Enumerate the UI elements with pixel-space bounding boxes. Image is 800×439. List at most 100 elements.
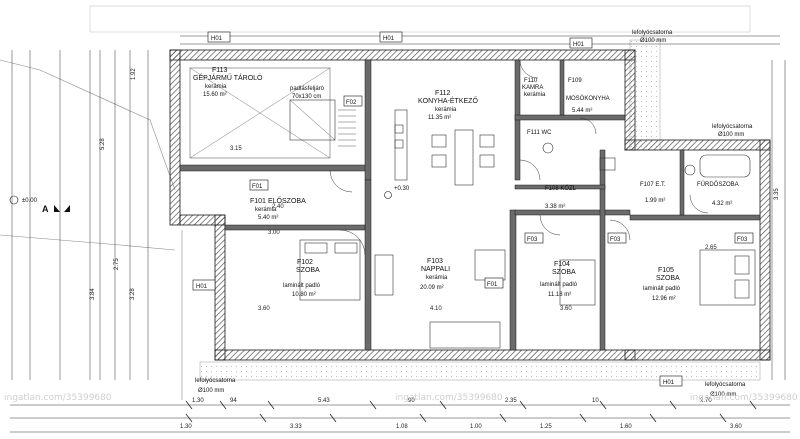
level-marker-main: ±0.00 bbox=[9, 195, 38, 205]
tag-f02: F02 bbox=[343, 95, 363, 107]
room-f110-label: F110 KAMRA kerámia bbox=[522, 78, 546, 98]
svg-text:kerámia: kerámia bbox=[426, 275, 448, 281]
gutter-label-bottom-left: lefolyócsatorna Ø100 mm bbox=[195, 378, 236, 394]
svg-text:NAPPALI: NAPPALI bbox=[421, 266, 450, 273]
svg-text:1.60: 1.60 bbox=[620, 424, 632, 430]
garage-diagonal-b bbox=[189, 67, 331, 159]
tag-f03-b: F03 bbox=[607, 232, 627, 244]
interior-dimensions: 3.15 2.40 3.00 3.60 4.10 2.65 3.60 5.28 … bbox=[90, 68, 780, 312]
svg-text:5.28: 5.28 bbox=[100, 138, 106, 150]
bottom-dimensions-row2: 1.30 3.33 1.08 1.00 1.25 1.60 3.60 bbox=[180, 424, 742, 430]
svg-text:F112: F112 bbox=[435, 90, 451, 97]
room-f111-label: F111 WC bbox=[527, 130, 552, 136]
beds bbox=[299, 239, 756, 306]
svg-text:F102: F102 bbox=[297, 259, 313, 266]
svg-text:H01: H01 bbox=[196, 284, 208, 290]
svg-text:5.40 m²: 5.40 m² bbox=[258, 215, 278, 221]
room-f103-label: F103 NAPPALI kerámia 20.09 m² bbox=[420, 258, 450, 291]
site-boundary-lower bbox=[0, 234, 176, 251]
svg-text:4.32 m²: 4.32 m² bbox=[712, 201, 732, 207]
room-f108-label: F108 KÖZL 3.38 m² bbox=[545, 185, 577, 210]
svg-text:GÉPJÁRMŰ TÁROLÓ: GÉPJÁRMŰ TÁROLÓ bbox=[193, 73, 263, 82]
svg-text:kerámia: kerámia bbox=[205, 84, 227, 90]
svg-text:70x130 cm: 70x130 cm bbox=[292, 94, 321, 100]
svg-text:padlásfeljáró: padlásfeljáró bbox=[290, 86, 325, 92]
section-marker-a: A bbox=[42, 204, 70, 214]
svg-text:4.10: 4.10 bbox=[430, 306, 442, 312]
svg-text:1.25: 1.25 bbox=[540, 424, 552, 430]
svg-text:10: 10 bbox=[592, 398, 599, 404]
svg-text:±0.00: ±0.00 bbox=[22, 198, 38, 204]
svg-text:lefolyócsatorna: lefolyócsatorna bbox=[632, 30, 673, 36]
exterior-walls bbox=[169, 49, 771, 361]
svg-text:ELŐSZOBA: ELŐSZOBA bbox=[268, 196, 306, 205]
attic-access-label: padlásfeljáró 70x130 cm bbox=[290, 86, 325, 100]
svg-text:F02: F02 bbox=[346, 100, 357, 106]
svg-text:Ø100 mm: Ø100 mm bbox=[710, 392, 736, 398]
svg-text:20.09 m²: 20.09 m² bbox=[420, 285, 444, 291]
svg-text:90: 90 bbox=[408, 398, 415, 404]
svg-text:3.00: 3.00 bbox=[268, 230, 280, 236]
svg-text:Ø100 mm: Ø100 mm bbox=[198, 388, 224, 394]
tag-h01-top: H01 bbox=[207, 31, 231, 43]
tag-f01-a: F01 bbox=[484, 277, 504, 289]
svg-text:F103: F103 bbox=[427, 258, 443, 265]
room-f113-label: F113 GÉPJÁRMŰ TÁROLÓ kerámia 15.60 m² bbox=[193, 67, 263, 98]
garage-top-slab bbox=[89, 5, 751, 33]
svg-text:F109: F109 bbox=[568, 78, 582, 84]
svg-text:H01: H01 bbox=[573, 42, 585, 48]
walkway-area bbox=[199, 361, 761, 381]
svg-text:2.65: 2.65 bbox=[705, 245, 717, 251]
svg-text:kerámia: kerámia bbox=[435, 107, 457, 113]
room-f101-label: F101 ELŐSZOBA kerámia 5.40 m² bbox=[250, 196, 306, 221]
watermark-center: ingatlan.com/35399680 bbox=[395, 393, 503, 403]
svg-text:FÜRDŐSZOBA: FÜRDŐSZOBA bbox=[697, 181, 739, 188]
svg-text:lefolyócsatorna: lefolyócsatorna bbox=[712, 124, 753, 130]
svg-text:F03: F03 bbox=[610, 237, 621, 243]
svg-text:F108 KÖZL: F108 KÖZL bbox=[545, 185, 577, 192]
svg-text:1.99 m²: 1.99 m² bbox=[645, 198, 665, 204]
svg-text:SZOBA: SZOBA bbox=[656, 275, 680, 282]
svg-text:laminált padló: laminált padló bbox=[540, 282, 578, 288]
svg-text:KONYHA-ÉTKEZŐ: KONYHA-ÉTKEZŐ bbox=[418, 96, 478, 105]
svg-text:F105: F105 bbox=[658, 267, 674, 274]
svg-text:F104: F104 bbox=[554, 261, 570, 268]
gutter-label-right: lefolyócsatorna Ø100 mm bbox=[712, 124, 753, 138]
attic-hatch-diag bbox=[289, 99, 336, 141]
gutter-label-bottom-right: lefolyócsatorna Ø100 mm bbox=[705, 382, 746, 398]
room-f112-label: F112 KONYHA-ÉTKEZŐ kerámia 11.35 m² bbox=[418, 90, 478, 121]
svg-text:2.35: 2.35 bbox=[505, 398, 517, 404]
svg-text:H01: H01 bbox=[663, 380, 675, 386]
svg-text:KAMRA: KAMRA bbox=[522, 85, 543, 91]
door-swings bbox=[329, 59, 709, 256]
svg-text:1.30: 1.30 bbox=[192, 398, 204, 404]
svg-text:F113: F113 bbox=[212, 67, 228, 74]
svg-text:SZOBA: SZOBA bbox=[296, 267, 320, 274]
svg-text:94: 94 bbox=[230, 398, 237, 404]
svg-text:laminált padló: laminált padló bbox=[283, 283, 321, 289]
tag-h01-left: H01 bbox=[192, 279, 216, 291]
svg-text:F03: F03 bbox=[737, 237, 748, 243]
svg-text:H01: H01 bbox=[211, 36, 223, 42]
svg-text:3.38 m²: 3.38 m² bbox=[545, 204, 565, 210]
svg-text:3.33: 3.33 bbox=[290, 424, 302, 430]
stair-treads bbox=[338, 109, 356, 147]
tag-f03-c: F03 bbox=[734, 232, 754, 244]
svg-text:F110: F110 bbox=[524, 78, 538, 84]
room-f104-label: F104 SZOBA laminált padló 11.18 m² bbox=[540, 261, 578, 298]
svg-text:12.96 m²: 12.96 m² bbox=[652, 296, 676, 302]
svg-text:F111 WC: F111 WC bbox=[527, 130, 552, 136]
dimension-ticks bbox=[185, 400, 757, 423]
svg-text:F107 E.T.: F107 E.T. bbox=[640, 182, 666, 188]
svg-text:2.40: 2.40 bbox=[272, 204, 284, 210]
svg-text:5.43: 5.43 bbox=[318, 398, 330, 404]
watermark-left: ingatlan.com/35399680 bbox=[4, 393, 112, 403]
svg-text:Ø100 mm: Ø100 mm bbox=[640, 38, 666, 44]
svg-text:2.75: 2.75 bbox=[114, 258, 120, 270]
room-f102-label: F102 SZOBA laminált padló 10.80 m² bbox=[283, 259, 321, 298]
svg-text:H01: H01 bbox=[383, 36, 395, 42]
dimension-grid bbox=[10, 35, 790, 433]
svg-text:1.30: 1.30 bbox=[180, 424, 192, 430]
svg-text:3.15: 3.15 bbox=[230, 146, 242, 152]
svg-text:A: A bbox=[42, 204, 49, 214]
